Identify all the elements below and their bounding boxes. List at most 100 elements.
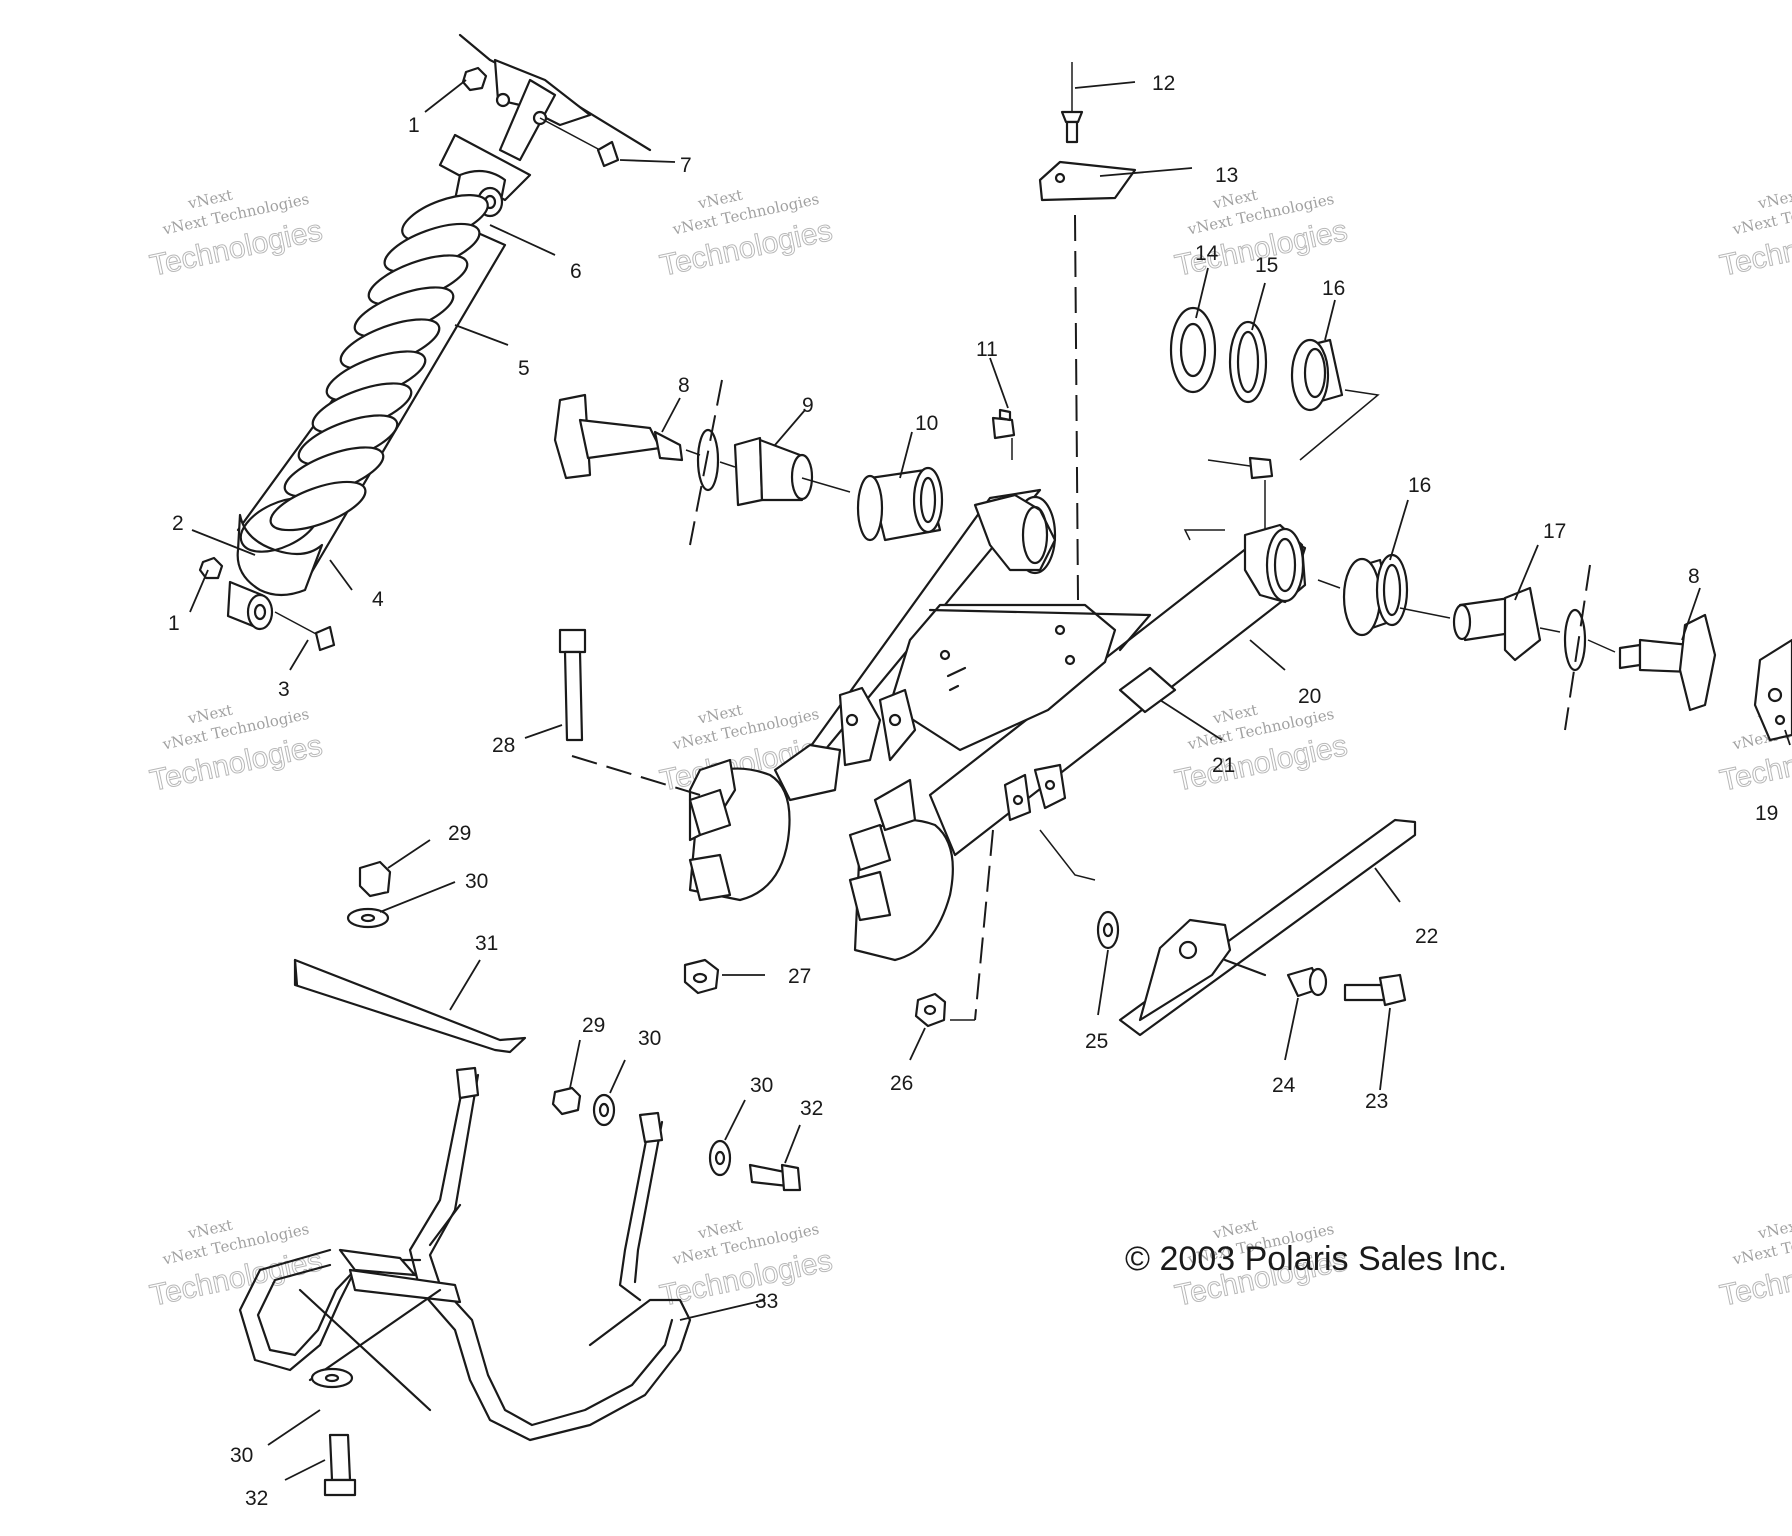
washer-30-upper — [346, 907, 390, 929]
pivot-shaft-8-left — [553, 393, 684, 480]
leader-25-bend — [1039, 829, 1096, 881]
callout-10: 10 — [915, 412, 938, 435]
grease-fitting-11 — [991, 408, 1016, 440]
spacer-17 — [1452, 586, 1542, 662]
nut-29-lower — [551, 1086, 582, 1116]
callout-24: 24 — [1272, 1074, 1296, 1097]
oring-left — [696, 428, 720, 492]
callout-15: 15 — [1255, 254, 1278, 277]
axle-housing-right — [848, 778, 954, 962]
callout-19: 19 — [1755, 802, 1778, 825]
plate-13 — [1038, 160, 1137, 202]
watermark-6: vNext vNext Technologies Technologies — [1172, 701, 1351, 799]
strip-31 — [293, 958, 527, 1054]
callout-4: 4 — [372, 588, 384, 611]
washer-15 — [1228, 320, 1268, 404]
watermark-2: vNext vNext Technologies Technologies — [657, 186, 836, 284]
nut-26 — [914, 992, 947, 1028]
watermark-1: vNext vNext Technologies Technologies — [147, 186, 326, 284]
callout-16-top: 16 — [1322, 277, 1345, 300]
callout-27: 27 — [788, 965, 811, 988]
nut-1-top — [461, 66, 488, 92]
axis-line-top — [1299, 389, 1380, 461]
axis-line-right-beam — [1183, 529, 1225, 541]
watermark-12: vNext vNext Technologies Technologies — [1717, 1216, 1792, 1314]
axle-housing-left — [688, 743, 842, 902]
callout-26: 26 — [890, 1072, 913, 1095]
bolt-28 — [558, 628, 587, 742]
callout-6: 6 — [570, 260, 582, 283]
bolt-32-right — [748, 1163, 802, 1192]
nut-29-upper — [358, 860, 392, 898]
centerline-28 — [571, 755, 701, 796]
nut-27 — [683, 958, 720, 995]
bolt-32-bottom — [323, 1433, 357, 1497]
callout-21: 21 — [1212, 754, 1235, 777]
copyright-notice: © 2003 Polaris Sales Inc. — [1125, 1240, 1507, 1278]
callout-30-right: 30 — [750, 1074, 773, 1097]
bushing-16-top — [1290, 338, 1344, 412]
callout-12: 12 — [1152, 72, 1175, 95]
callout-1-bottom: 1 — [168, 612, 180, 635]
callout-8-left: 8 — [678, 374, 690, 397]
callout-1-top: 1 — [408, 114, 420, 137]
watermark-4: vNext vNext Technologies Technologies — [147, 701, 326, 799]
shock-mount-bracket — [438, 33, 652, 202]
shock-lower-bushing — [226, 580, 274, 631]
callout-3: 3 — [278, 678, 290, 701]
watermark-8: vNext vNext Technologies Technologies — [657, 1216, 836, 1314]
grease-fitting-right — [1207, 456, 1274, 480]
callout-11: 11 — [976, 338, 998, 361]
axis-line-right — [1317, 579, 1616, 653]
nut-1-bottom — [198, 556, 224, 580]
centerline-right — [1564, 564, 1591, 731]
callout-16-right: 16 — [1408, 474, 1431, 497]
callout-14: 14 — [1195, 242, 1219, 265]
rivet-12 — [1060, 62, 1084, 144]
callout-8-right: 8 — [1688, 565, 1700, 588]
bushing-9 — [733, 436, 814, 507]
callout-30-bottom: 30 — [230, 1444, 253, 1467]
callout-23: 23 — [1365, 1090, 1388, 1113]
centerline-left — [689, 379, 723, 546]
bolt-23 — [1343, 973, 1407, 1007]
callout-5: 5 — [518, 357, 530, 380]
watermark-10: vNext vNext Technologies Technologies — [1717, 186, 1792, 284]
callout-20: 20 — [1298, 685, 1321, 708]
pivot-shaft-8-right — [1618, 613, 1717, 712]
callout-2: 2 — [172, 512, 184, 535]
callout-33: 33 — [755, 1290, 778, 1313]
callout-31: 31 — [475, 932, 498, 955]
callout-32-right: 32 — [800, 1097, 823, 1120]
bushing-10 — [856, 466, 944, 542]
callout-32-bottom: 32 — [245, 1487, 268, 1510]
bushing-16-right — [1342, 553, 1409, 637]
callout-7: 7 — [680, 154, 692, 177]
shock-spring — [269, 194, 489, 532]
washer-25 — [1096, 910, 1120, 950]
callout-30-mid: 30 — [638, 1027, 661, 1050]
bolt-7 — [539, 117, 620, 168]
callout-17: 17 — [1543, 520, 1566, 543]
callout-30-upper: 30 — [465, 870, 488, 893]
washer-30-bottom — [310, 1367, 354, 1389]
callout-13: 13 — [1215, 164, 1238, 187]
rail-22 — [1118, 818, 1417, 1037]
watermark-7: vNext vNext Technologies Technologies — [147, 1216, 326, 1314]
callout-29-lower: 29 — [582, 1014, 605, 1037]
callout-22: 22 — [1415, 925, 1438, 948]
callout-labels: 1 7 6 5 2 1 4 3 12 13 14 15 16 8 9 10 11… — [168, 72, 1778, 1510]
callout-25: 25 — [1085, 1030, 1108, 1053]
oring-right — [1563, 608, 1587, 672]
washer-30-right — [708, 1139, 732, 1177]
nut-14 — [1169, 306, 1217, 394]
spacer-24 — [1286, 966, 1328, 998]
bumper-33 — [238, 1066, 692, 1442]
centerline-13 — [1074, 214, 1079, 601]
bracket-19 — [1753, 638, 1792, 742]
axis-line-left — [685, 449, 851, 493]
bolt-3 — [274, 611, 336, 652]
swing-arm-20 — [788, 488, 1307, 857]
callout-9: 9 — [802, 394, 814, 417]
